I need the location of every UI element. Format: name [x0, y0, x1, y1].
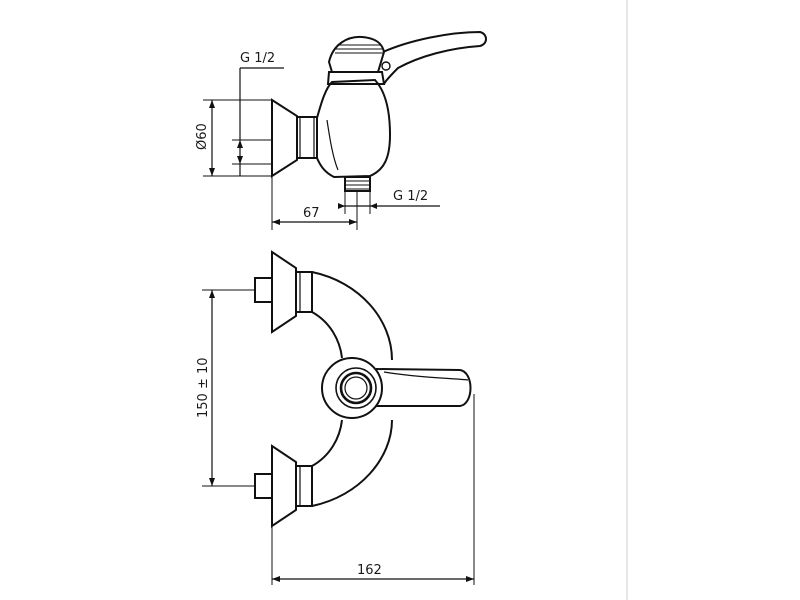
front-bottom-flange — [271, 444, 297, 528]
front-top-nut — [295, 271, 313, 313]
front-view — [254, 250, 472, 528]
front-bottom-nut — [295, 465, 313, 507]
side-lever — [382, 30, 487, 85]
side-cartridge-cap — [327, 35, 386, 73]
side-mixer-body — [316, 78, 392, 179]
side-view — [271, 30, 487, 192]
front-lever — [375, 368, 472, 407]
bottom-thread-label: G 1/2 — [393, 189, 428, 204]
top-thread-label: G 1/2 — [240, 51, 275, 66]
front-top-flange — [271, 250, 297, 334]
centers-label: 150 ± 10 — [196, 357, 211, 418]
width-label: 162 — [357, 563, 382, 578]
front-lower-arm-outer — [311, 419, 393, 507]
side-dimensions: Ø60 G 1/2 67 G 1/2 — [195, 51, 440, 230]
front-hub-ring — [335, 367, 377, 409]
front-dimensions: 150 ± 10 162 — [196, 289, 475, 585]
diameter-label: Ø60 — [195, 123, 210, 150]
depth-label: 67 — [303, 206, 320, 221]
side-wall-flange — [271, 98, 298, 178]
front-hub — [321, 357, 383, 419]
front-top-nipple — [254, 277, 273, 303]
front-upper-arm-outer — [311, 271, 393, 361]
front-bottom-nipple — [254, 473, 273, 499]
